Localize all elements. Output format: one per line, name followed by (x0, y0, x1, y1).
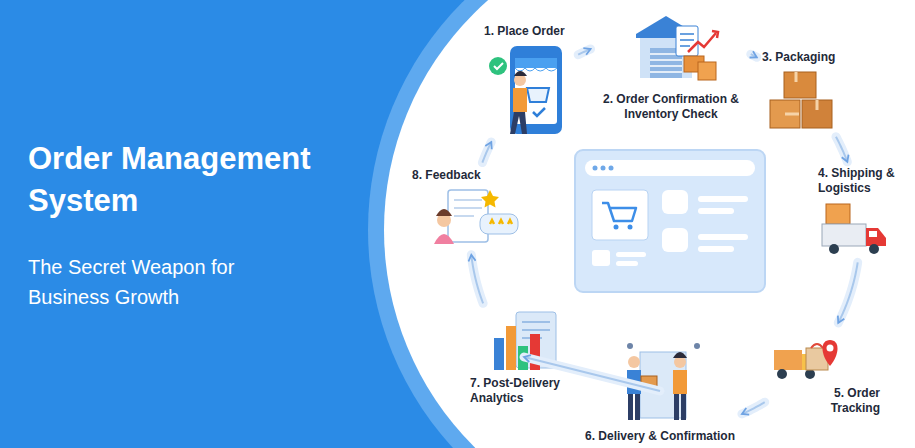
step-label: 7. Post-Delivery Analytics (470, 376, 574, 406)
step-label: 3. Packaging (762, 50, 835, 65)
flow-arrow (838, 262, 857, 323)
inventory-icon (636, 16, 718, 80)
ring-line (751, 54, 757, 57)
ring-line (838, 262, 857, 323)
white-disc (384, 0, 915, 448)
ring-band (838, 262, 857, 323)
packaging-icon (770, 72, 832, 128)
place-order-icon (489, 46, 562, 134)
flow-arrow (836, 137, 847, 162)
flow-arrow (578, 49, 590, 55)
feedback-icon (434, 190, 518, 244)
ring-band (471, 255, 483, 304)
process-step: 6. Delivery & Confirmation (583, 338, 737, 444)
ring-band (742, 402, 765, 414)
process-step: 7. Post-Delivery Analytics (470, 308, 578, 406)
main-title: Order Management System (28, 138, 368, 222)
step-label: 1. Place Order (484, 24, 565, 39)
flow-arrow (482, 142, 491, 163)
step-label: 5. Order Tracking (810, 386, 880, 416)
ring-line (836, 137, 847, 162)
tracking-icon (774, 340, 838, 379)
process-step: 1. Place Order (484, 24, 574, 138)
ring-line (482, 142, 491, 163)
flow-arrow (471, 255, 483, 304)
step-label: 8. Feedback (412, 168, 481, 183)
flow-arrow (751, 54, 757, 57)
step-label: 2. Order Confirmation & Inventory Check (598, 92, 744, 122)
flow-arrow (742, 402, 765, 414)
ring-band (578, 49, 590, 55)
browser-illustration (575, 150, 765, 292)
ring-line (471, 255, 483, 304)
step-label: 6. Delivery & Confirmation (585, 429, 735, 444)
process-step: 3. Packaging (762, 50, 858, 132)
ring-band (836, 137, 847, 162)
panel-band (368, 0, 915, 448)
ring-band (482, 142, 491, 163)
subtitle: The Secret Weapon for Business Growth (28, 252, 298, 312)
process-step: 5. Order Tracking (770, 328, 880, 416)
ring-band (751, 54, 757, 57)
process-step: 8. Feedback (412, 168, 522, 250)
ring-line (742, 402, 765, 414)
step-label: 4. Shipping & Logistics (818, 166, 898, 196)
ring-line (578, 49, 590, 55)
process-step: 2. Order Confirmation & Inventory Check (596, 8, 746, 122)
process-step: 4. Shipping & Logistics (818, 166, 908, 258)
shipping-icon (822, 204, 886, 254)
